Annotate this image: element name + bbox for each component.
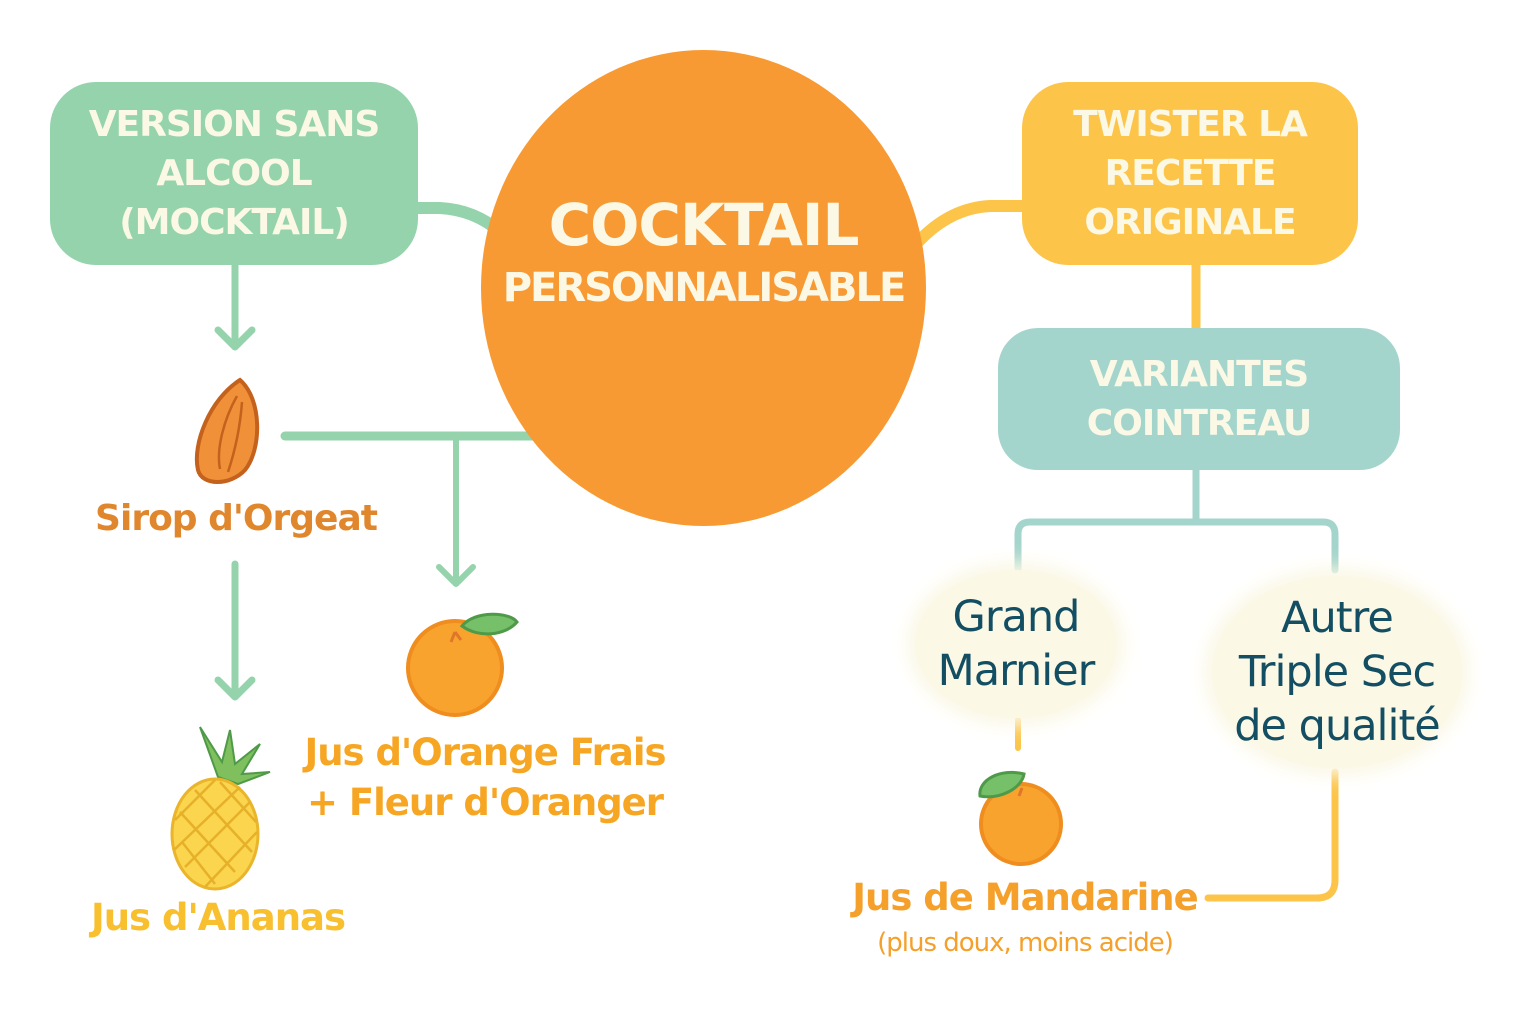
connector-triplesec-mandarine <box>1204 768 1339 902</box>
center-node: COCKTAIL PERSONNALISABLE <box>481 50 926 526</box>
mocktail-line: ALCOOL <box>156 153 312 194</box>
mandarine-note: (plus doux, moins acide) <box>877 928 1174 958</box>
center-title: COCKTAIL <box>548 191 860 259</box>
grand-marnier-line: Grand <box>952 592 1081 642</box>
triple-sec-line: Autre <box>1281 593 1394 643</box>
arrow-mocktail-orgeat <box>214 261 256 351</box>
orange-juice-line2: + Fleur d'Oranger <box>306 781 664 824</box>
grand-marnier-line: Marnier <box>937 646 1096 696</box>
mocktail-line: VERSION SANS <box>88 104 381 145</box>
orange-juice-label: Jus d'Orange Frais + Fleur d'Oranger <box>304 728 666 828</box>
variants-line: VARIANTES <box>1089 354 1309 395</box>
twist-line: RECETTE <box>1104 153 1277 194</box>
almond-icon <box>194 377 260 484</box>
orange-icon <box>406 612 519 717</box>
mandarin-icon <box>978 771 1063 866</box>
grand-marnier-node: Grand Marnier <box>915 570 1117 718</box>
mocktail-line: (MOCKTAIL) <box>119 202 350 243</box>
center-subtitle: PERSONNALISABLE <box>502 265 907 311</box>
variants-box: VARIANTES COINTREAU <box>998 328 1400 470</box>
twist-line: TWISTER LA <box>1073 104 1308 145</box>
variants-line: COINTREAU <box>1086 403 1312 444</box>
connector-center-twist <box>912 200 1036 248</box>
mandarine-label: Jus de Mandarine <box>852 876 1198 919</box>
arrow-to-orange <box>436 433 476 587</box>
orange-juice-line1: Jus d'Orange Frais <box>304 731 666 774</box>
orgeat-label: Sirop d'Orgeat <box>95 498 378 539</box>
connector-variants-split <box>1014 464 1339 574</box>
mocktail-box: VERSION SANS ALCOOL (MOCKTAIL) <box>50 82 418 265</box>
twist-line: ORIGINALE <box>1084 202 1296 243</box>
pineapple-icon <box>170 726 271 891</box>
ananas-label: Jus d'Ananas <box>90 896 346 939</box>
connector-mocktail-center <box>404 202 506 238</box>
triple-sec-line: Triple Sec <box>1238 647 1436 697</box>
arrow-orgeat-ananas <box>214 560 256 701</box>
twist-box: TWISTER LA RECETTE ORIGINALE <box>1022 82 1358 265</box>
triple-sec-line: de qualité <box>1234 701 1441 751</box>
triple-sec-node: Autre Triple Sec de qualité <box>1212 576 1462 768</box>
